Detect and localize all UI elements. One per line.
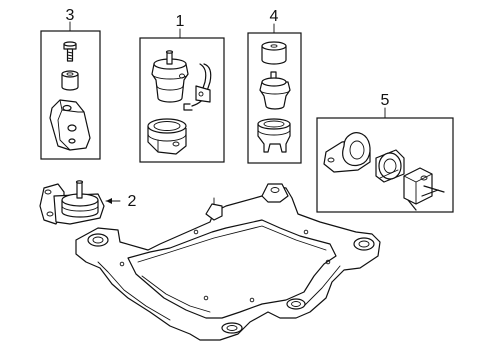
group-4-mount-kit	[247, 23, 302, 164]
mount-bracket-studs	[403, 167, 445, 211]
callout-4: 4	[270, 8, 279, 25]
group-5-transmission-mount	[316, 107, 454, 213]
box-1	[139, 37, 225, 163]
mount-lower-bracket	[147, 118, 187, 155]
box-4	[247, 32, 302, 164]
callout-1: 1	[176, 13, 185, 30]
lower-mount-bracket	[257, 118, 291, 153]
callout-5: 5	[381, 92, 390, 109]
box-3	[40, 30, 101, 160]
engine-mount-insulator	[151, 50, 189, 103]
vacuum-hose	[183, 63, 212, 111]
mount-right	[375, 149, 405, 183]
upper-insulator	[261, 41, 287, 65]
crossmember-subframe	[75, 183, 381, 341]
group-1-engine-mount	[139, 28, 225, 163]
middle-mount	[259, 71, 291, 110]
part-2-loose-mount	[39, 180, 121, 225]
bolt	[63, 41, 77, 62]
callout-3: 3	[66, 7, 75, 24]
mount-bracket	[49, 99, 91, 151]
bushing	[61, 70, 79, 91]
group-3-rear-mount-bracket	[40, 21, 101, 160]
mount-left	[323, 132, 371, 173]
callout-2: 2	[128, 193, 137, 210]
